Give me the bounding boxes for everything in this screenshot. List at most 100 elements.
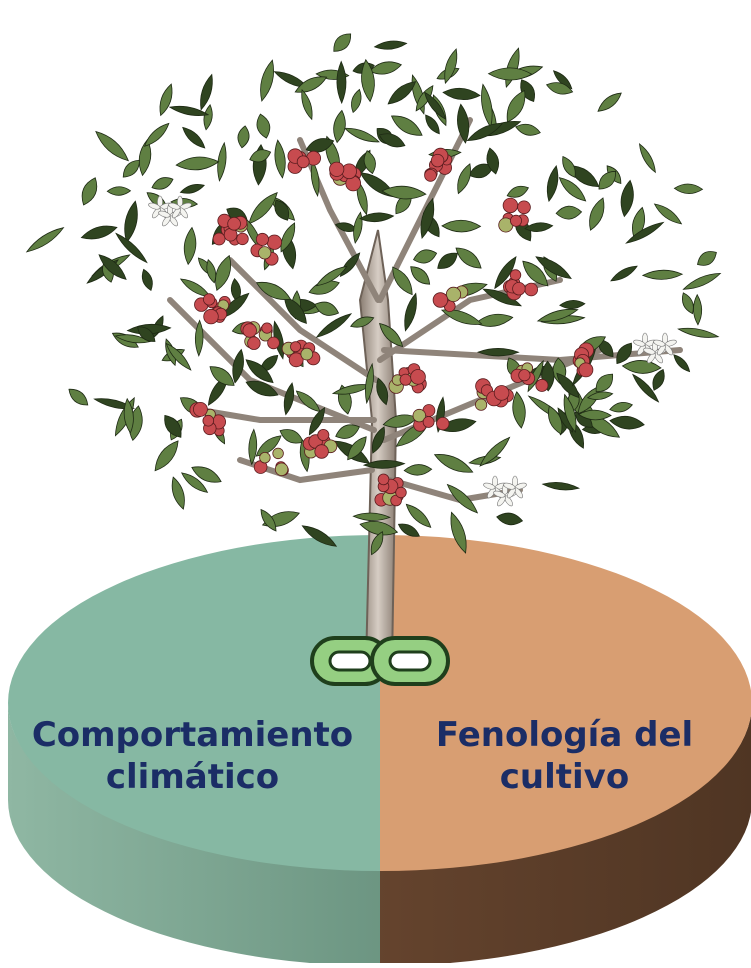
leaf bbox=[544, 165, 561, 202]
berry bbox=[203, 294, 214, 305]
leaf bbox=[455, 104, 471, 144]
leaf bbox=[652, 201, 684, 228]
berry bbox=[525, 283, 538, 296]
leaf bbox=[636, 142, 658, 174]
berry bbox=[291, 342, 301, 352]
berry bbox=[431, 154, 444, 167]
left-label-line1: Comportamiento bbox=[20, 714, 365, 756]
berry bbox=[510, 270, 521, 281]
leaf bbox=[24, 224, 65, 255]
berry bbox=[301, 348, 313, 360]
leaf bbox=[674, 184, 702, 195]
berry bbox=[228, 217, 241, 230]
berry bbox=[425, 170, 437, 182]
leaf bbox=[343, 125, 380, 146]
leaf bbox=[248, 429, 258, 464]
berry bbox=[248, 337, 261, 350]
leaf bbox=[150, 174, 175, 192]
leaf bbox=[609, 400, 634, 414]
left-section-label: Comportamiento climático bbox=[20, 714, 365, 798]
berry bbox=[518, 201, 531, 214]
leaf bbox=[595, 89, 624, 115]
leaf bbox=[643, 270, 683, 280]
berry bbox=[437, 417, 449, 429]
leaf bbox=[609, 263, 639, 284]
berry bbox=[203, 415, 214, 426]
leaf bbox=[477, 434, 513, 469]
berry bbox=[297, 156, 309, 168]
leaf bbox=[432, 449, 475, 477]
leaf bbox=[412, 247, 439, 266]
berry bbox=[494, 386, 509, 401]
leaf bbox=[142, 120, 172, 149]
leaf bbox=[176, 155, 219, 171]
berry bbox=[513, 282, 526, 295]
berry bbox=[330, 162, 344, 176]
berry bbox=[423, 417, 434, 428]
leaf bbox=[182, 227, 197, 265]
berry bbox=[475, 399, 486, 410]
berry bbox=[536, 379, 548, 391]
leaf bbox=[693, 295, 702, 325]
leaf bbox=[545, 80, 574, 97]
berry bbox=[400, 374, 411, 385]
berry bbox=[268, 337, 280, 349]
berry bbox=[275, 463, 288, 476]
leaf bbox=[168, 476, 188, 511]
leaf bbox=[197, 73, 216, 111]
berry bbox=[396, 487, 407, 498]
berry bbox=[204, 309, 219, 324]
leaf bbox=[179, 182, 205, 196]
leaf bbox=[273, 139, 288, 178]
leaf bbox=[139, 268, 155, 292]
leaf bbox=[496, 511, 524, 526]
leaf bbox=[180, 124, 208, 151]
berry bbox=[259, 247, 271, 259]
leaf bbox=[618, 179, 635, 217]
leaf bbox=[682, 270, 722, 293]
leaf bbox=[156, 83, 176, 118]
leaf bbox=[443, 87, 481, 101]
leaf bbox=[404, 464, 432, 476]
berry bbox=[510, 215, 521, 226]
leaf bbox=[360, 212, 394, 223]
leaf bbox=[374, 39, 407, 50]
berry bbox=[519, 370, 530, 381]
berry bbox=[237, 233, 249, 245]
leaf bbox=[80, 222, 119, 243]
leaf bbox=[625, 219, 666, 246]
berry bbox=[411, 370, 426, 385]
berry bbox=[315, 445, 329, 459]
berry bbox=[267, 235, 281, 249]
leaf bbox=[349, 88, 364, 113]
leaf bbox=[401, 292, 420, 332]
leaf bbox=[236, 125, 250, 149]
berry bbox=[260, 452, 271, 463]
leaf bbox=[337, 61, 347, 103]
berry bbox=[318, 429, 329, 440]
leaf bbox=[452, 243, 485, 273]
leaf bbox=[92, 127, 132, 164]
leaf bbox=[542, 481, 579, 492]
leaf bbox=[671, 352, 692, 374]
berry bbox=[193, 402, 207, 416]
berry bbox=[213, 233, 225, 245]
leaf bbox=[65, 385, 91, 409]
berry bbox=[446, 287, 460, 301]
leaf bbox=[254, 113, 272, 140]
leaf bbox=[609, 414, 645, 431]
leaf bbox=[150, 437, 183, 474]
leaf bbox=[202, 104, 214, 130]
berry bbox=[256, 233, 268, 245]
leaf bbox=[454, 162, 475, 195]
berry bbox=[433, 293, 448, 308]
right-label-line1: Fenología del bbox=[392, 714, 737, 756]
leaf bbox=[475, 312, 514, 329]
leaf bbox=[556, 205, 582, 219]
leaf bbox=[299, 89, 316, 121]
berry bbox=[273, 448, 284, 459]
berry bbox=[579, 363, 593, 377]
leaf bbox=[515, 122, 542, 138]
leaf bbox=[369, 59, 403, 77]
